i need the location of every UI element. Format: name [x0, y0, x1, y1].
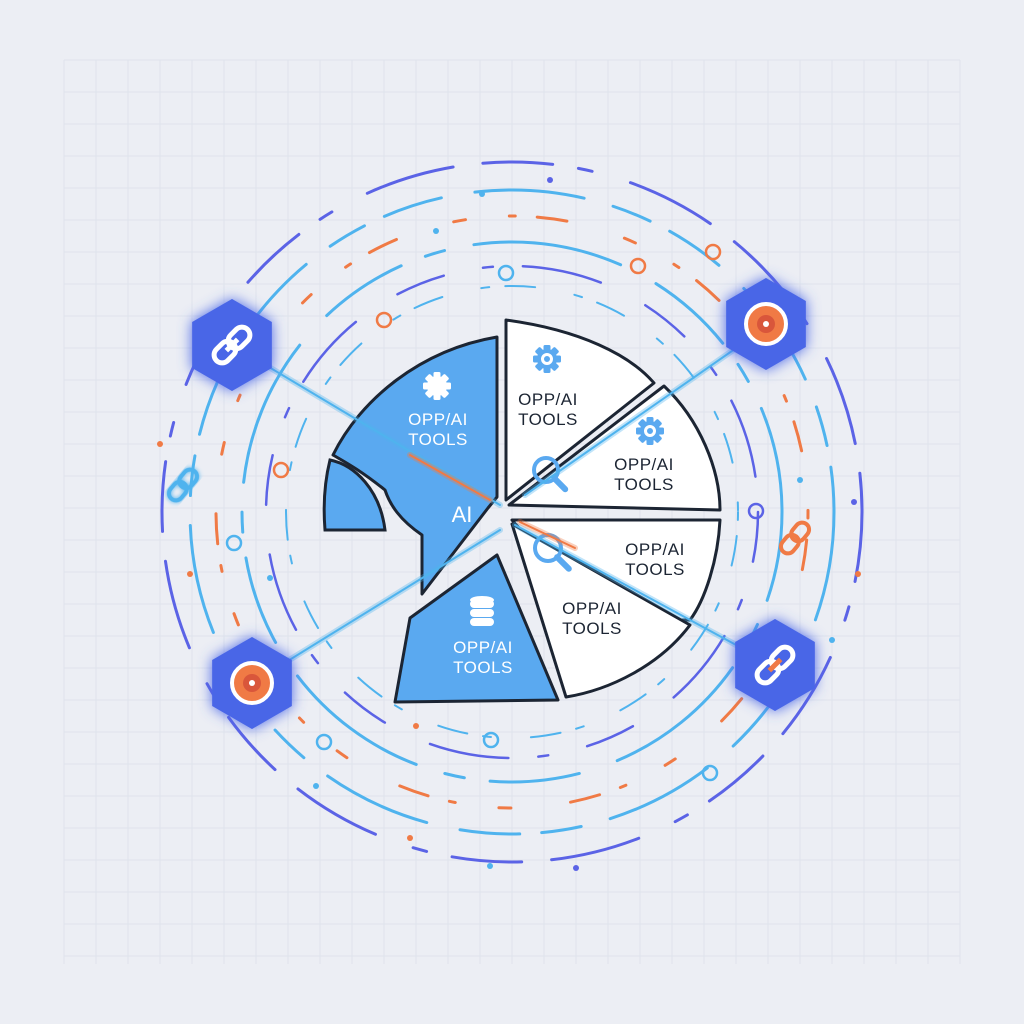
connector-beam [514, 524, 774, 666]
decor-dot [797, 477, 803, 483]
decor-dots [157, 177, 861, 871]
orbit-ring-5 [264, 264, 760, 760]
decor-dot [547, 177, 553, 183]
decor-ring [272, 461, 290, 479]
gear-icon [423, 372, 451, 400]
pie-segment-shoulder [322, 458, 387, 532]
orbit-ring-4 [240, 240, 784, 784]
decor-dot [267, 575, 273, 581]
database-icon [470, 596, 494, 626]
gear-icon [636, 417, 664, 445]
decor-dot [413, 723, 419, 729]
segment-label-line2: TOOLS [625, 560, 685, 579]
decor-dot [433, 228, 439, 234]
background-grid [63, 59, 961, 964]
pie-chart: OPP/AITOOLSOPP/AITOOLSOPP/AITOOLSOPP/AIT… [322, 318, 722, 704]
target-icon [230, 661, 274, 705]
segment-label-line1: OPP/AI [562, 599, 622, 618]
segment-label-line1: OPP/AI [614, 455, 674, 474]
connector-beam [519, 521, 576, 549]
decor-dot [479, 191, 485, 197]
decor-ring [747, 502, 765, 520]
decor-dot [851, 499, 857, 505]
magnifier-icon [532, 456, 569, 493]
connector-beam [231, 344, 501, 506]
orbit-ring-2 [188, 188, 836, 836]
segment-shape [507, 384, 722, 512]
hex-node-top-right [726, 278, 806, 370]
hex-node-bottom-right [735, 619, 815, 711]
decor-ring [375, 311, 393, 329]
segment-label-line1: OPP/AI [518, 390, 578, 409]
target-icon [744, 302, 788, 346]
orbit-rings [160, 160, 864, 864]
gear-icon [533, 345, 561, 373]
chain-link-icon [754, 644, 796, 686]
decor-dot [313, 783, 319, 789]
orbit-ring-3 [214, 214, 810, 810]
segment-label-line1: OPP/AI [408, 410, 468, 429]
segment-label-line1: OPP/AI [453, 638, 513, 657]
decor-dot [407, 835, 413, 841]
hex-node-bottom-left [212, 637, 292, 729]
decor-ring [629, 257, 647, 275]
segment-label-line1: OPP/AI [625, 540, 685, 559]
segment-shape [331, 335, 499, 596]
decor-dot [157, 441, 163, 447]
decor-ring [482, 731, 500, 749]
connector-beam [524, 327, 766, 496]
connector-beams [229, 325, 776, 686]
hex-node-top-left [192, 299, 272, 391]
chain-link-icon [166, 467, 200, 503]
decor-dot [487, 863, 493, 869]
decor-dot [829, 637, 835, 643]
connector-beam [251, 529, 501, 684]
decor-ring [315, 733, 333, 751]
decor-dot [573, 865, 579, 871]
segment-label-line2: TOOLS [408, 430, 468, 449]
segment-shape [393, 553, 560, 704]
decor-ring [225, 534, 243, 552]
chain-link-icon [211, 324, 253, 366]
segment-label-line2: TOOLS [614, 475, 674, 494]
decor-ring [704, 243, 722, 261]
segment-label-line2: TOOLS [562, 619, 622, 638]
orbit-ring-outer [160, 160, 864, 864]
hex-nodes [192, 278, 815, 729]
segment-label-line2: TOOLS [518, 410, 578, 429]
segment-shape [510, 522, 692, 699]
decor-dot [855, 571, 861, 577]
decor-ring [497, 264, 515, 282]
segment-label-line2: TOOLS [453, 658, 513, 677]
chain-link-icon [778, 520, 812, 556]
center-label: AI [452, 502, 473, 527]
orbit-ring-inner [285, 285, 739, 739]
connector-beam [409, 454, 491, 501]
decor-dot [187, 571, 193, 577]
decor-ring [701, 764, 719, 782]
